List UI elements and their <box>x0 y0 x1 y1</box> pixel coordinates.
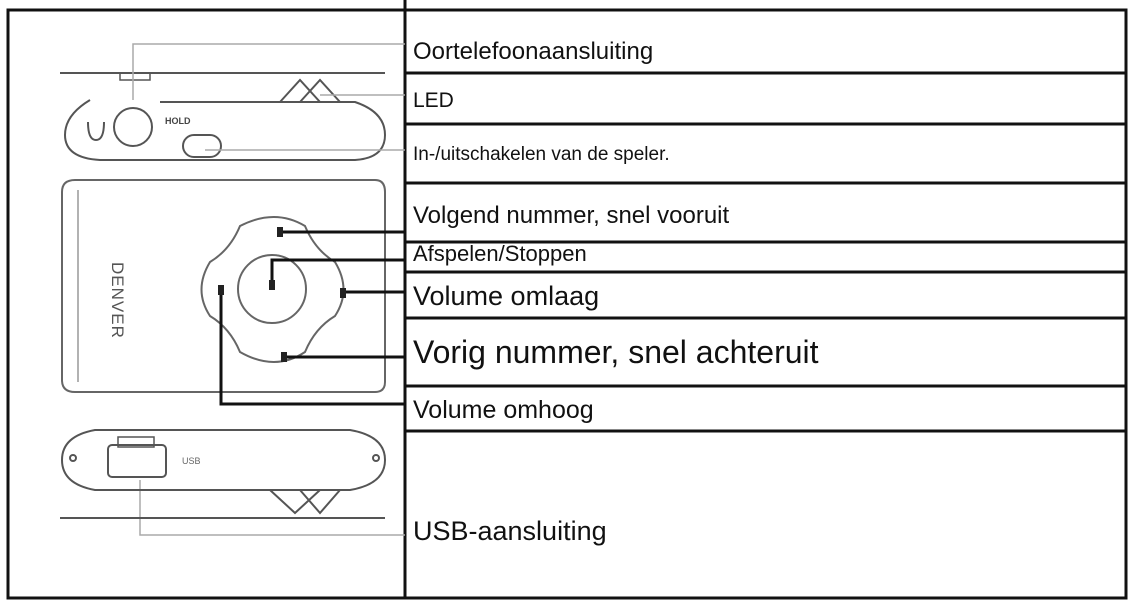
hold-text: HOLD <box>165 116 191 126</box>
device-top-view: HOLD <box>60 72 387 161</box>
label-previous-track: Vorig nummer, snel achteruit <box>413 334 819 370</box>
brand-text: DENVER <box>108 262 127 339</box>
leader-lines <box>219 230 405 406</box>
label-headphone-jack: Oortelefoonaansluiting <box>413 38 654 65</box>
faint-leader-lines <box>132 43 405 536</box>
label-next-track: Volgend nummer, snel vooruit <box>413 202 730 229</box>
usb-text: USB <box>182 456 201 466</box>
device-bottom-view: USB <box>60 429 387 519</box>
usb-port-icon <box>107 444 167 478</box>
power-switch-icon <box>182 134 222 158</box>
label-volume-up: Volume omhoog <box>413 396 594 424</box>
diagram-border <box>6 8 1128 600</box>
label-volume-down: Volume omlaag <box>413 281 600 311</box>
label-play-stop: Afspelen/Stoppen <box>413 241 587 266</box>
button-markers <box>218 227 346 362</box>
label-usb-port: USB-aansluiting <box>413 516 607 546</box>
headphone-jack-icon <box>113 107 153 147</box>
play-stop-button-icon <box>237 254 307 324</box>
table-row-lines <box>405 71 1126 433</box>
control-pad-icon <box>200 216 345 363</box>
device-front-view: DENVER <box>61 179 386 393</box>
label-led: LED <box>413 89 454 112</box>
label-power-switch: In-/uitschakelen van de speler. <box>413 144 670 165</box>
